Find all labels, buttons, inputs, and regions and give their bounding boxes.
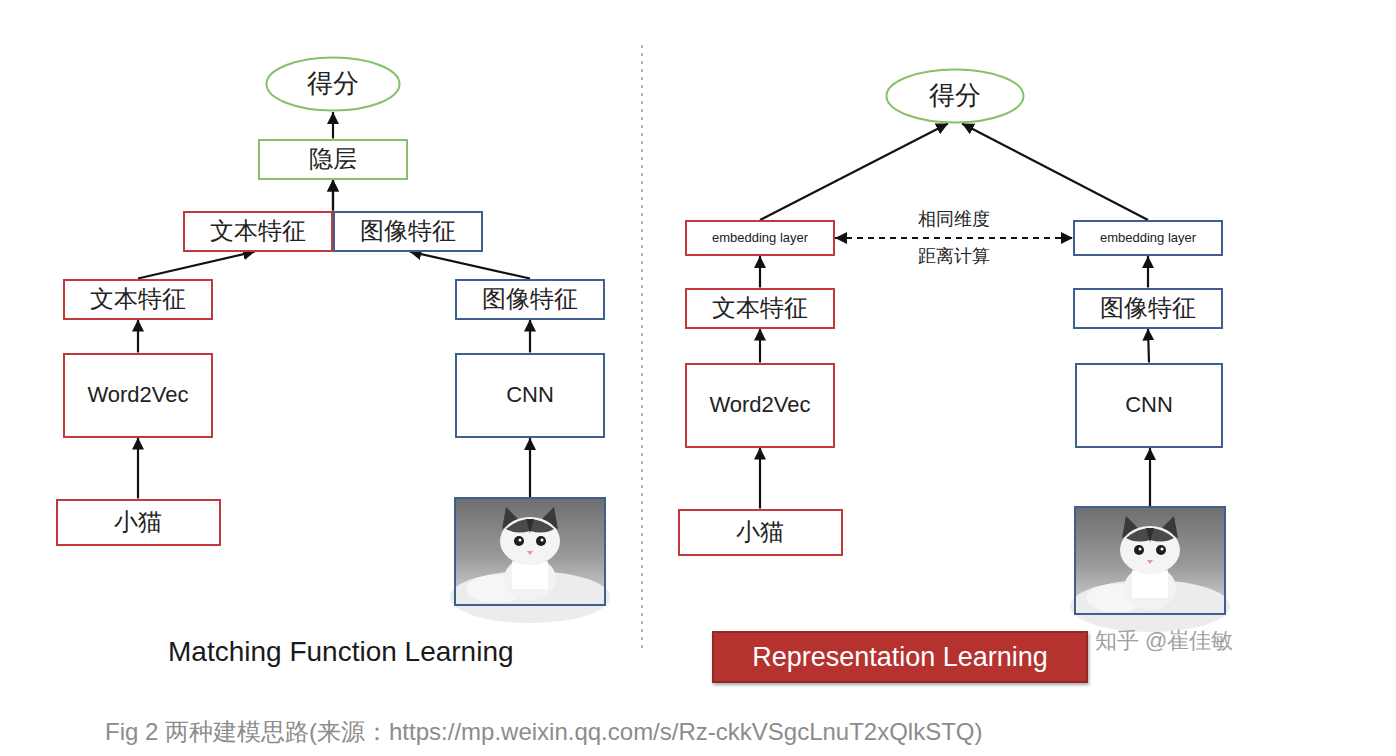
- node-text: CNN: [506, 382, 554, 408]
- node-text: 图像特征: [1100, 294, 1196, 323]
- node-text: 得分: [307, 68, 359, 99]
- image-feature-box: 图像特征: [1073, 288, 1223, 329]
- embedding-box: embedding layer: [685, 220, 835, 256]
- arrow-connector: [759, 256, 761, 288]
- node-text: 得分: [929, 80, 981, 111]
- picture-frame: [1075, 507, 1225, 614]
- ellipse-shape: [887, 70, 1024, 123]
- dashed-connector: [835, 237, 1073, 239]
- model-box: CNN: [455, 353, 605, 438]
- node-text: 文本特征: [90, 285, 186, 314]
- input-box: 小猫: [678, 509, 843, 556]
- arrow-connector: [137, 320, 139, 353]
- embedding-box: embedding layer: [1073, 220, 1223, 256]
- arrow-connector: [760, 123, 948, 220]
- edge-label: 相同维度 距离计算: [916, 201, 992, 275]
- node-text: CNN: [1125, 392, 1173, 418]
- model-box: Word2Vec: [685, 363, 835, 448]
- arrow-connector: [138, 252, 255, 279]
- picture-frame: [455, 498, 605, 605]
- arrow-connector: [137, 438, 139, 499]
- node-text: embedding layer: [712, 230, 808, 246]
- image-feature-box: 图像特征: [455, 279, 605, 320]
- arrow-connector: [332, 112, 334, 139]
- picture-arrow: [529, 438, 531, 497]
- arrow-connector: [1148, 329, 1149, 363]
- caption-text: Fig 2 两种建模思路(来源：https://mp.weixin.qq.com…: [105, 718, 983, 747]
- arrow-connector: [410, 252, 531, 279]
- text-feature-box: 文本特征: [63, 279, 213, 320]
- hidden-layer-box: 隐层: [258, 139, 408, 180]
- arrow-connector: [759, 448, 761, 509]
- arrow-connector: [529, 320, 531, 353]
- title-banner: Representation Learning: [712, 631, 1088, 683]
- node-text: 图像特征: [482, 285, 578, 314]
- arrow-connector: [962, 123, 1148, 220]
- node-text: 小猫: [114, 508, 162, 537]
- arrow-connector: [332, 180, 334, 211]
- input-box: 小猫: [56, 499, 221, 546]
- text-feature-box: 文本特征: [685, 288, 835, 329]
- node-text: 文本特征: [712, 294, 808, 323]
- node-text: Representation Learning: [752, 641, 1048, 673]
- node-text: 文本特征: [210, 217, 306, 246]
- image-feature-box: 图像特征: [333, 211, 483, 252]
- score-ellipse: 得分: [885, 68, 1025, 124]
- model-box: Word2Vec: [63, 353, 213, 438]
- ellipse-shape: [267, 58, 400, 111]
- node-text: 小猫: [736, 518, 784, 547]
- kitten-drawing: [450, 499, 610, 623]
- watermark: 知乎 @崔佳敏: [1095, 628, 1233, 654]
- panel-label: Matching Function Learning: [168, 635, 514, 669]
- arrow-connector: [759, 329, 761, 363]
- arrow-connector: [332, 180, 334, 211]
- panel-separator: [641, 45, 643, 650]
- node-text: 隐层: [309, 145, 357, 174]
- node-text: 图像特征: [360, 217, 456, 246]
- kitten-drawing: [1070, 508, 1230, 632]
- text-feature-box: 文本特征: [183, 211, 333, 252]
- node-text: embedding layer: [1100, 230, 1196, 246]
- node-text: Word2Vec: [709, 392, 810, 418]
- node-text: Word2Vec: [87, 382, 188, 408]
- kitten-picture: [450, 498, 610, 623]
- arrow-connector: [1147, 256, 1149, 288]
- picture-arrow: [1149, 448, 1151, 506]
- model-box: CNN: [1075, 363, 1223, 448]
- score-ellipse: 得分: [265, 56, 401, 112]
- kitten-picture: [1070, 507, 1230, 632]
